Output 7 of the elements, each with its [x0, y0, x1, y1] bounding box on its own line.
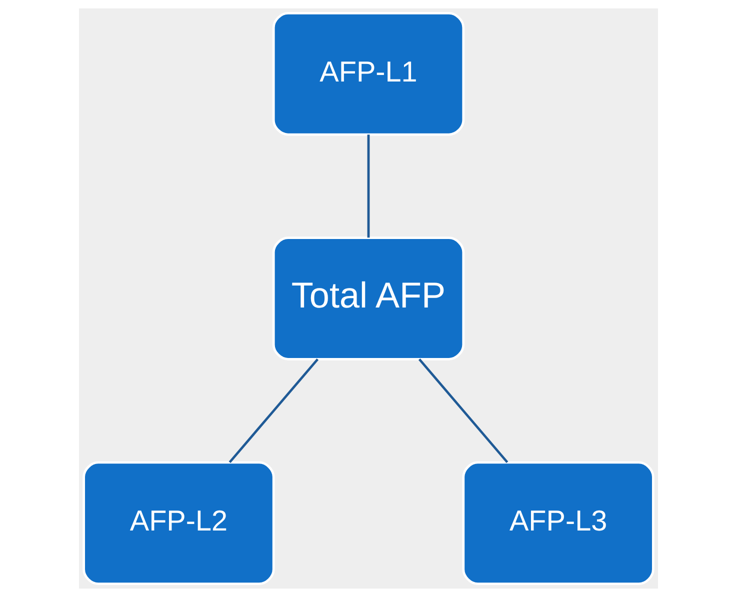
- connector: [418, 358, 508, 463]
- node-box: AFP-L1: [272, 12, 464, 136]
- node-box: Total AFP: [272, 236, 464, 360]
- connector: [228, 358, 318, 463]
- node-box: AFP-L3: [462, 461, 654, 585]
- node-box: AFP-L2: [82, 461, 274, 585]
- connector: [366, 134, 370, 238]
